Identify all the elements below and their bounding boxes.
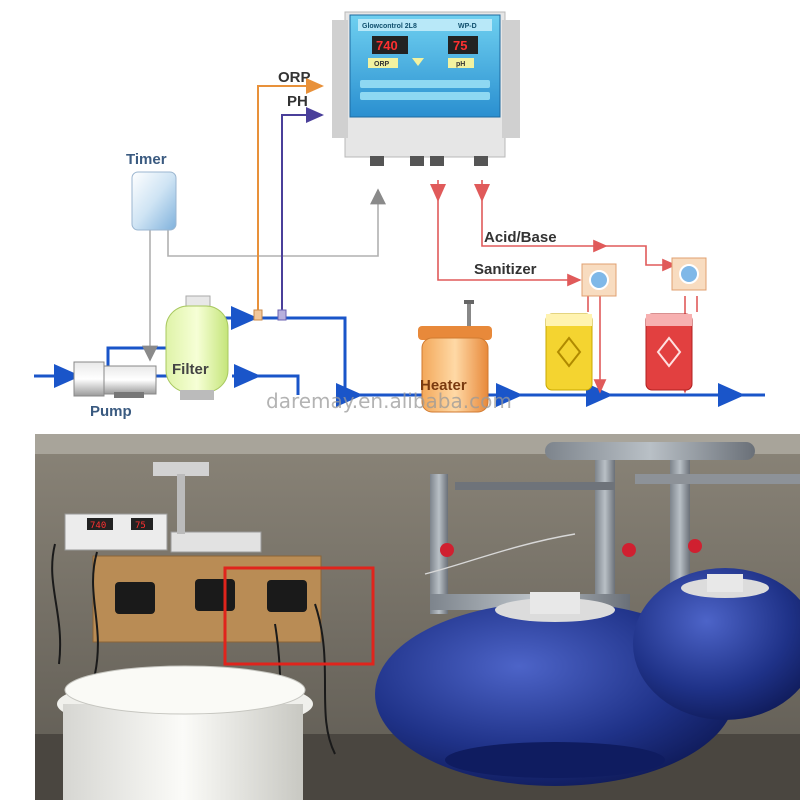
orp-display: 740 xyxy=(376,38,398,53)
acid-base-pump xyxy=(671,257,707,291)
filter xyxy=(165,295,229,400)
acid-base-label: Acid/Base xyxy=(484,229,557,246)
controller-brand: Glowcontrol 2L8 xyxy=(362,23,417,30)
pump-label: Pump xyxy=(90,403,132,420)
ph-display: 75 xyxy=(453,38,467,53)
pool-dosing-diagram: Glowcontrol 2L8 WP-D 740 75 ORP pH xyxy=(34,11,765,420)
controller: Glowcontrol 2L8 WP-D 740 75 ORP pH xyxy=(332,11,520,166)
sanitizer-pump xyxy=(581,263,617,297)
heater-label: Heater xyxy=(420,377,467,394)
highlight-box xyxy=(223,566,375,666)
orp-label: ORP xyxy=(278,69,311,86)
timer-wiring xyxy=(142,188,386,362)
chemical-buckets xyxy=(57,665,313,800)
ph-label: PH xyxy=(287,93,308,110)
pump xyxy=(73,361,157,398)
timer-label: Timer xyxy=(126,151,167,168)
watermark: daremay.en.alibaba.com xyxy=(266,389,512,413)
photo-display-left: 740 xyxy=(90,521,106,531)
sand-filter-right xyxy=(633,568,800,720)
timer xyxy=(131,171,177,231)
sanitizer-tank xyxy=(545,313,593,391)
orp-line xyxy=(257,78,324,318)
sanitizer-label: Sanitizer xyxy=(474,261,537,278)
ph-button: pH xyxy=(456,61,465,68)
photo-controller: 740 75 xyxy=(64,462,262,553)
ph-line xyxy=(281,107,324,318)
sensor-probes xyxy=(253,309,287,321)
photo-display-right: 75 xyxy=(135,521,146,531)
heater xyxy=(418,300,492,413)
acid-base-tank xyxy=(645,313,693,391)
controller-model-tag: WP-D xyxy=(458,23,477,30)
filter-label: Filter xyxy=(172,361,209,378)
installation-photo: 740 75 xyxy=(35,434,800,800)
orp-button: ORP xyxy=(374,61,390,68)
